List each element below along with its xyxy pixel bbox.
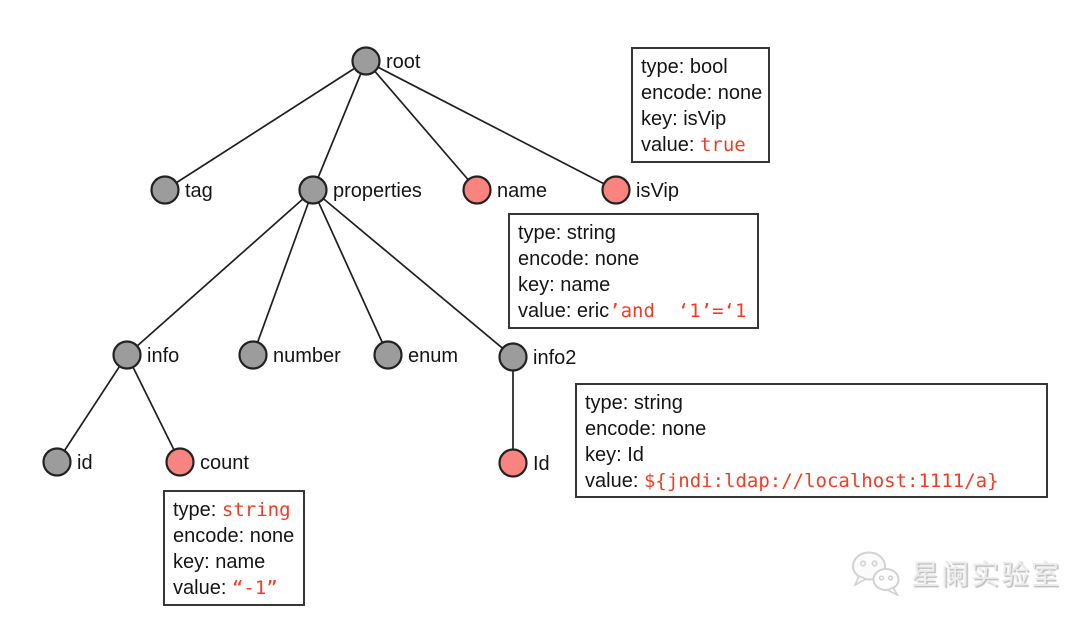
annotation-red-value: ’and ‘1’=‘1: [609, 300, 747, 322]
annotation-text: value:: [173, 577, 232, 599]
tree-node-label-Id: Id: [533, 453, 550, 475]
tree-edge-properties-info: [126, 189, 314, 356]
tree-node-info: [112, 340, 142, 370]
annotation-line: encode: none: [518, 246, 749, 272]
annotation-line: encode: none: [641, 80, 763, 106]
annotation-text: type:: [173, 499, 222, 521]
annotation-text: encode: none: [518, 248, 640, 270]
tree-node-label-id: id: [77, 452, 93, 474]
tree-node-Id: [498, 448, 528, 478]
annotation-line: type: bool: [641, 54, 760, 80]
watermark: 星阑实验室: [850, 550, 1061, 596]
annotation-text: encode: none: [641, 82, 763, 104]
tree-node-label-count: count: [200, 452, 249, 474]
tree-node-properties: [298, 175, 328, 205]
tree-node-id: [42, 447, 72, 477]
tree-edge-root-properties: [312, 60, 367, 191]
annotation-line: encode: none: [585, 416, 1038, 442]
annotation-line: type: string: [585, 390, 1038, 416]
annotation-text: value:: [641, 134, 700, 156]
annotation-line: value: eric’and ‘1’=‘1: [518, 298, 749, 324]
annotation-line: key: name: [173, 549, 295, 575]
annotation-text: type: bool: [641, 56, 728, 78]
tree-node-label-info: info: [147, 345, 179, 367]
annotation-line: key: name: [518, 272, 749, 298]
annotation-red-value: true: [699, 134, 746, 156]
tree-node-number: [238, 340, 268, 370]
annotation-line: value: true: [641, 132, 760, 158]
tree-node-label-root: root: [386, 51, 421, 73]
annotation-text: encode: none: [585, 418, 707, 440]
annotation-red-value: string: [221, 499, 291, 521]
tree-node-root: [351, 46, 381, 76]
watermark-text: 星阑实验室: [911, 559, 1062, 590]
annotation-text: key: isVip: [641, 108, 727, 130]
tree-node-isVip: [601, 175, 631, 205]
tree-node-label-info2: info2: [533, 347, 576, 369]
tree-node-label-enum: enum: [408, 345, 458, 367]
chat-bubbles-icon: [852, 551, 900, 596]
tree-edge-info-count: [126, 354, 181, 463]
annotation-text: value:: [585, 470, 644, 492]
annotation-text: value: eric: [518, 300, 610, 322]
tree-node-info2: [498, 342, 528, 372]
tree-node-label-properties: properties: [333, 180, 422, 202]
tree-edge-root-isVip: [365, 60, 617, 191]
tree-edge-properties-info2: [312, 189, 514, 358]
annotation-text: key: Id: [585, 444, 644, 466]
annotation-text: key: name: [173, 551, 266, 573]
annotation-text: type: string: [518, 222, 616, 244]
annotation-text: encode: none: [173, 525, 295, 547]
annotation-line: encode: none: [173, 523, 295, 549]
tree-edge-root-name: [365, 60, 478, 191]
tree-node-count: [165, 447, 195, 477]
tree-node-label-isVip: isVip: [636, 180, 679, 202]
annotation-line: value: “-1”: [173, 575, 295, 601]
tree-edge-root-tag: [164, 60, 367, 191]
annotation-line: key: Id: [585, 442, 1038, 468]
annotation-line: type: string: [173, 497, 295, 523]
tree-node-name: [462, 175, 492, 205]
tree-node-label-name: name: [497, 180, 547, 202]
annotation-text: type: string: [585, 392, 683, 414]
tree-edge-properties-number: [252, 189, 314, 356]
tree-node-label-tag: tag: [185, 180, 213, 202]
annotation-line: type: string: [518, 220, 749, 246]
tree-edge-info-id: [56, 354, 128, 463]
tree-edge-properties-enum: [312, 189, 389, 356]
tree-node-label-number: number: [273, 345, 341, 367]
tree-node-enum: [373, 340, 403, 370]
annotation-line: key: isVip: [641, 106, 760, 132]
annotation-line: value: ${jndi:ldap://localhost:1111/a}: [585, 468, 1038, 494]
annotation-red-value: ${jndi:ldap://localhost:1111/a}: [643, 470, 999, 492]
tree-node-tag: [150, 175, 180, 205]
annotation-text: key: name: [518, 274, 611, 296]
annotation-red-value: “-1”: [231, 577, 278, 599]
